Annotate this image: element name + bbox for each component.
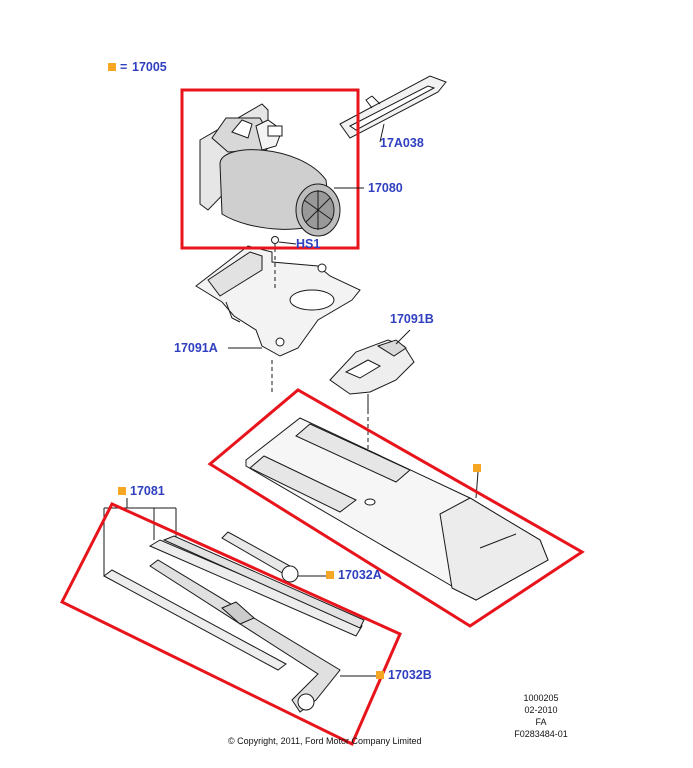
- callout-17a038: 17A038: [380, 136, 424, 150]
- ref-line: 1000205: [523, 693, 559, 703]
- callout-17080: 17080: [368, 181, 403, 195]
- tray-drawing: [245, 417, 549, 601]
- callout-17091b: 17091B: [390, 312, 434, 326]
- bolt-hs1-drawing: [271, 236, 297, 252]
- marker-17032b: [376, 671, 384, 679]
- highlight-box-tools: [59, 502, 402, 747]
- ref-line: F0283484-01: [514, 729, 568, 739]
- copyright-notice: © Copyright, 2011, Ford Motor Company Li…: [228, 736, 422, 746]
- callout-17081: 17081: [130, 484, 165, 498]
- marker-17081: [118, 487, 126, 495]
- legend-marker: [108, 63, 116, 71]
- legend-code: 17005: [132, 60, 167, 74]
- highlight-box-tray: [207, 388, 585, 628]
- callout-17091a: 17091A: [174, 341, 218, 355]
- tools-17081-drawing: [103, 498, 376, 713]
- tray-marker: [473, 464, 481, 472]
- callout-17032b: 17032B: [388, 668, 432, 682]
- compressor-17080-drawing: [199, 103, 341, 237]
- callout-17032a: 17032A: [338, 568, 382, 582]
- strap-17a038-drawing: [339, 75, 447, 139]
- callout-hs1: HS1: [296, 237, 321, 251]
- legend-equals: =: [120, 60, 128, 74]
- ref-line: FA: [535, 717, 547, 727]
- reference-block: 1000205 02-2010 FA F0283484-01: [508, 692, 574, 740]
- marker-17032a: [326, 571, 334, 579]
- ref-line: 02-2010: [524, 705, 558, 715]
- bracket-17091a-drawing: [195, 245, 361, 392]
- highlight-box-compressor: [180, 88, 360, 250]
